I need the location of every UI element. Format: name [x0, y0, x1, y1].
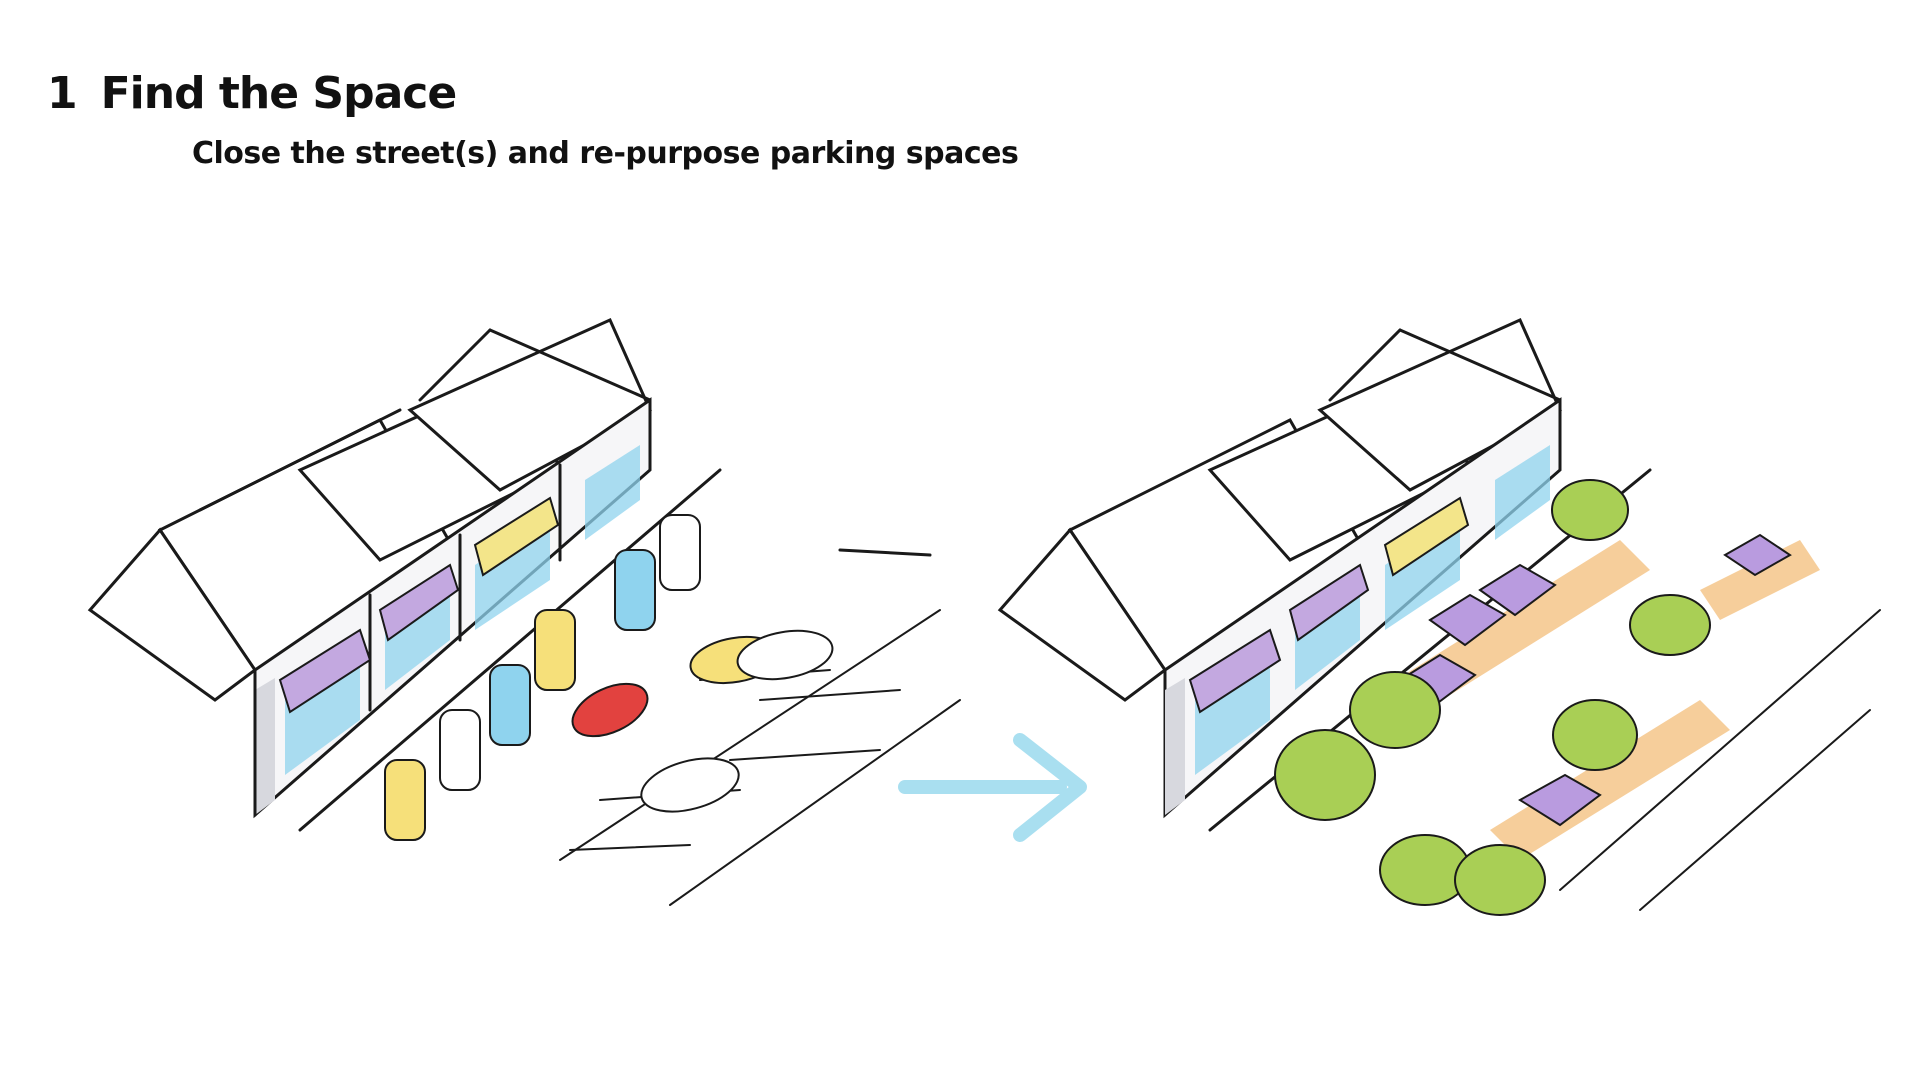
buildings — [997, 318, 1562, 819]
buildings — [87, 318, 652, 819]
page-subtitle: Close the street(s) and re-purpose parki… — [192, 136, 1019, 171]
after-sketch — [997, 318, 1881, 916]
parked-cars — [384, 514, 834, 841]
step-number: 1 — [47, 68, 78, 119]
arrow-icon — [898, 733, 1087, 842]
header: 1 Find the Space — [47, 68, 458, 119]
page-title: Find the Space — [100, 68, 458, 119]
before-sketch — [87, 318, 961, 906]
title-row: 1 Find the Space — [47, 68, 458, 119]
trees — [1274, 479, 1711, 916]
